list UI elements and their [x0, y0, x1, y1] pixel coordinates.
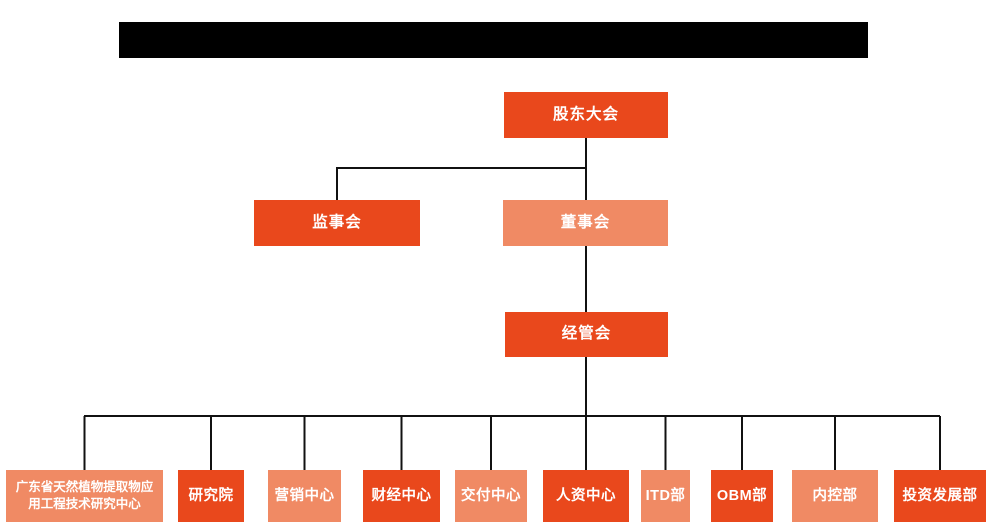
node-dept-delivery-center: 交付中心 [455, 470, 527, 522]
node-dept-itd: ITD部 [641, 470, 690, 522]
redacted-title-bar [119, 22, 868, 58]
node-supervisory-board: 监事会 [254, 200, 420, 246]
node-label: 营销中心 [274, 487, 335, 504]
node-dept-finance-center: 财经中心 [363, 470, 440, 522]
node-dept-hr-center: 人资中心 [543, 470, 629, 522]
node-dept-internal-control: 内控部 [792, 470, 878, 522]
node-board-of-directors: 董事会 [503, 200, 668, 246]
node-label: ITD部 [645, 487, 686, 504]
node-label: 股东大会 [552, 105, 619, 123]
node-label: 投资发展部 [902, 487, 978, 504]
node-label: 财经中心 [371, 487, 432, 504]
node-dept-obm: OBM部 [711, 470, 773, 522]
node-label: 人资中心 [556, 487, 616, 504]
node-label: 内控部 [812, 487, 858, 504]
node-label: 研究院 [188, 487, 234, 504]
node-management-committee: 经管会 [505, 312, 668, 357]
node-label: 董事会 [560, 213, 611, 231]
node-label: 监事会 [312, 213, 362, 231]
node-shareholders-meeting: 股东大会 [504, 92, 668, 138]
node-dept-research-center: 广东省天然植物提取物应用工程技术研究中心 [6, 470, 163, 522]
node-label: OBM部 [716, 487, 768, 504]
node-dept-marketing-center: 营销中心 [268, 470, 341, 522]
node-label: 交付中心 [461, 487, 521, 504]
node-label: 广东省天然植物提取物应用工程技术研究中心 [15, 479, 154, 512]
node-label: 经管会 [561, 325, 612, 343]
node-dept-research-institute: 研究院 [178, 470, 244, 522]
node-dept-investment-development: 投资发展部 [894, 470, 986, 522]
